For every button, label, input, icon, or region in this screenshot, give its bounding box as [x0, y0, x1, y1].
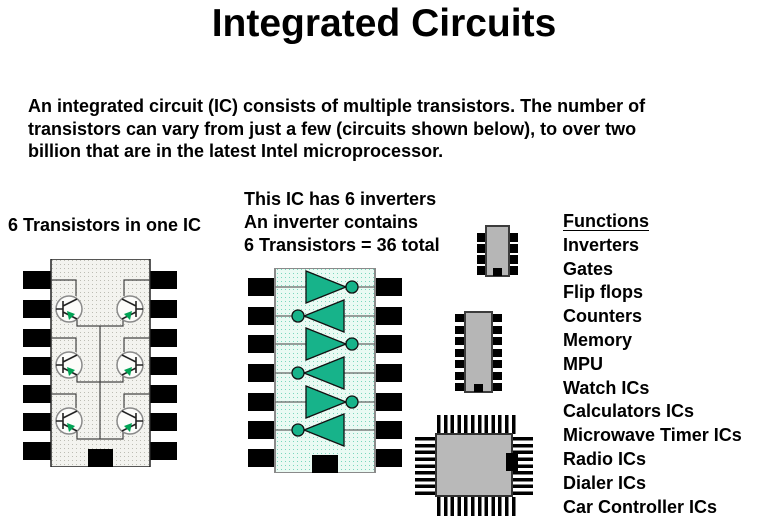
ic-notch: [474, 384, 483, 392]
ic-pin: [492, 372, 502, 380]
ic-pin: [492, 349, 502, 357]
ic-pin: [455, 314, 465, 322]
ic-pin: [455, 349, 465, 357]
functions-item: Dialer ICs: [563, 472, 647, 493]
ic-pin: [492, 337, 502, 345]
qfp-bottom-pins: [437, 497, 517, 516]
ic-pin: [477, 255, 487, 264]
functions-item: Gates: [563, 258, 614, 279]
ic-pin: [455, 360, 465, 368]
dip-notch: [88, 449, 113, 467]
ic-notch: [493, 268, 502, 276]
qfp-right-pins: [512, 435, 533, 495]
intro-paragraph: An integrated circuit (IC) consists of m…: [28, 95, 740, 163]
medium-ic-graphic: [455, 311, 502, 393]
functions-item: Radio ICs: [563, 448, 647, 469]
emitter-arrow-icon: [67, 311, 132, 432]
dip-pins: [248, 278, 402, 467]
ic-pin: [455, 383, 465, 391]
qfp-top-pins: [437, 415, 517, 434]
intro-line: An integrated circuit (IC) consists of m…: [28, 96, 646, 116]
transistor-symbols: [55, 295, 144, 435]
functions-item: Microwave Timer ICs: [563, 425, 742, 446]
inverter-dip-chip-graphic: [248, 268, 402, 473]
ic-pin: [477, 233, 487, 242]
ic-pin: [492, 360, 502, 368]
intro-line: billion that are in the latest Intel mic…: [28, 141, 444, 161]
small-ic-graphic: [477, 225, 518, 277]
ic-pin: [492, 383, 502, 391]
ic-pin: [492, 326, 502, 334]
ic-pin: [508, 233, 518, 242]
qfp-ic-graphic: [415, 415, 533, 516]
functions-item: Watch ICs: [563, 377, 650, 398]
transistor-chip-caption: 6 Transistors in one IC: [8, 215, 202, 235]
inverter-chip-caption-line: 6 Transistors = 36 total: [244, 235, 440, 255]
ic-pin: [477, 244, 487, 253]
inverter-symbols: [291, 270, 359, 447]
ic-pin: [508, 244, 518, 253]
functions-item: Calculators ICs: [563, 401, 695, 422]
qfp-left-pins: [415, 437, 436, 495]
intro-line: transistors can vary from just a few (ci…: [28, 118, 637, 139]
slide-title: Integrated Circuits: [211, 2, 557, 45]
functions-list: Functions Inverters Gates Flip flops Cou…: [563, 210, 763, 519]
qfp-body: [435, 433, 513, 497]
transistor-dip-chip-graphic: [23, 259, 177, 467]
functions-item: Inverters: [563, 234, 640, 255]
inverter-chip-caption-line: An inverter contains: [244, 212, 419, 232]
ic-pin: [477, 266, 487, 275]
circuit-wiring: [51, 279, 150, 440]
functions-item: MPU: [563, 353, 603, 374]
functions-item: Memory: [563, 329, 633, 350]
functions-item: Car Controller ICs: [563, 496, 718, 517]
ic-pin: [455, 326, 465, 334]
ic-pin: [508, 266, 518, 275]
inverter-chip-caption-line: This IC has 6 inverters: [244, 189, 437, 209]
functions-item: Flip flops: [563, 282, 643, 303]
dip-pins: [23, 271, 177, 460]
ic-pin: [492, 314, 502, 322]
qfp-tab: [506, 453, 518, 471]
ic-pin: [455, 337, 465, 345]
ic-pin: [455, 372, 465, 380]
ic-pin: [508, 255, 518, 264]
functions-item: Counters: [563, 306, 643, 327]
dip-notch: [312, 455, 338, 473]
inverter-chip-caption: This IC has 6 inverters An inverter cont…: [244, 188, 464, 257]
functions-header: Functions: [563, 211, 649, 231]
ic-body: [464, 311, 493, 393]
